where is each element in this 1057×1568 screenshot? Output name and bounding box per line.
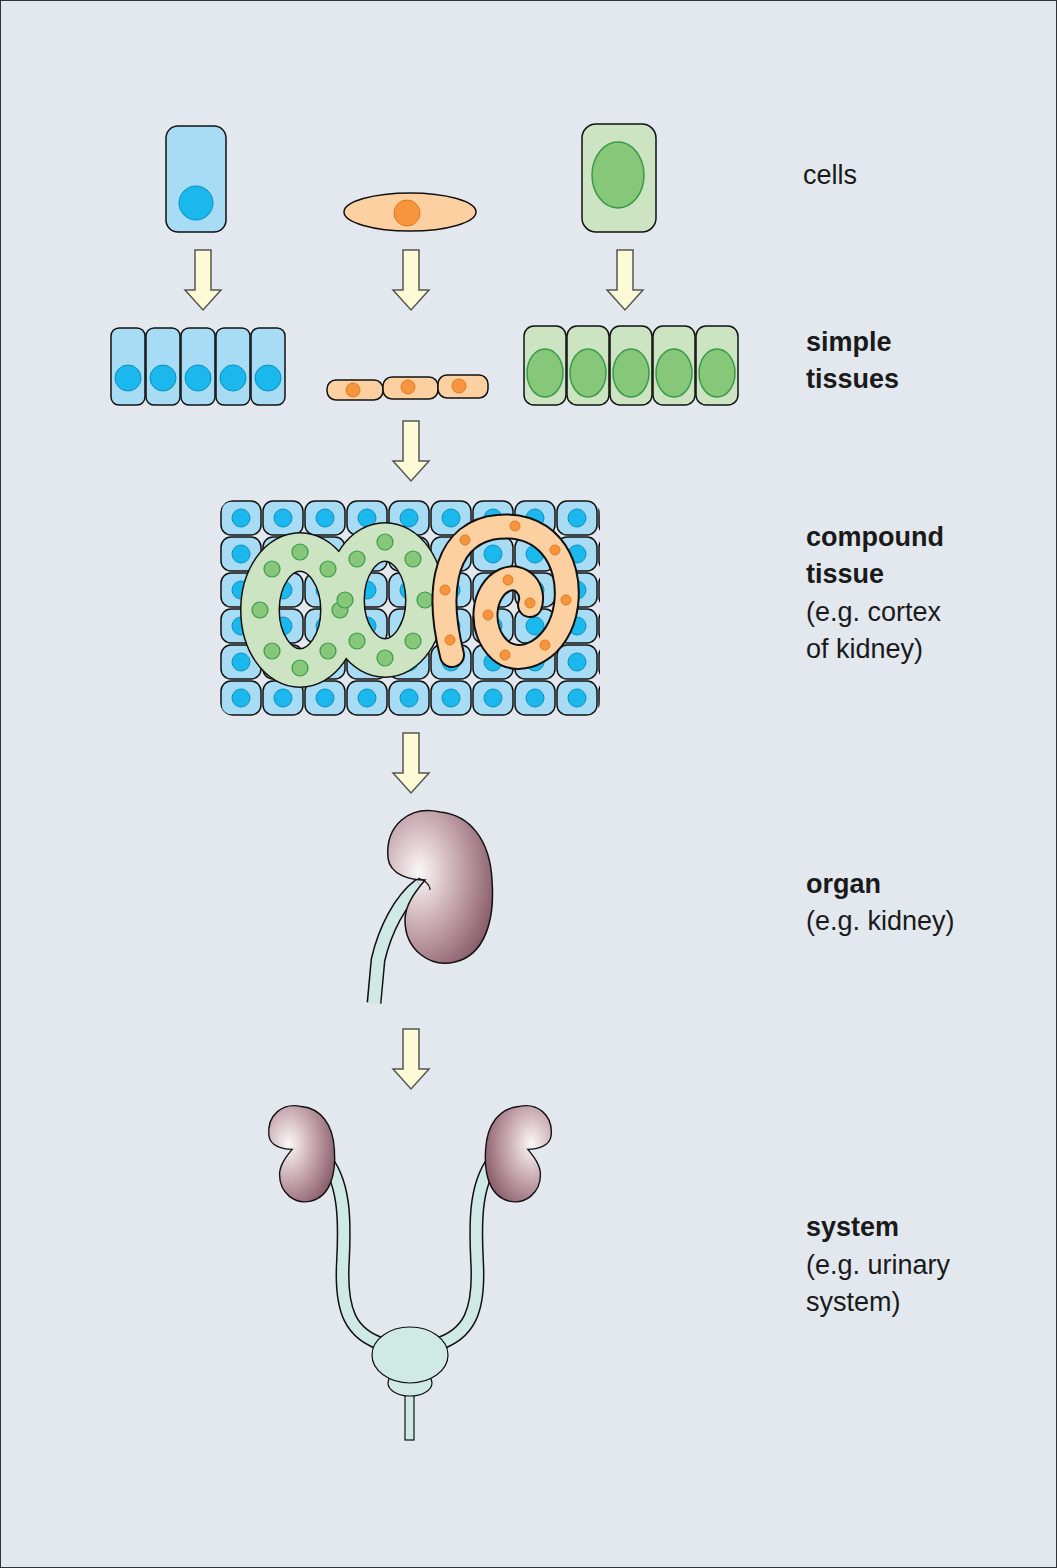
level-heading: organ [806,866,964,903]
level-label: (e.g. cortex of kidney) [806,594,964,668]
simple-tissues [111,326,738,405]
level-label: (e.g. urinary system) [806,1247,964,1321]
level-label: cells [803,157,961,194]
compound-tissue [220,500,600,716]
kidney-organ [374,811,493,1004]
level-heading: compound tissue [806,519,964,593]
level-heading: system [806,1209,964,1246]
level-label: (e.g. kidney) [806,903,976,940]
level-heading: simple tissues [806,324,964,398]
urinary-system [269,1106,552,1440]
cells-row [166,124,656,232]
